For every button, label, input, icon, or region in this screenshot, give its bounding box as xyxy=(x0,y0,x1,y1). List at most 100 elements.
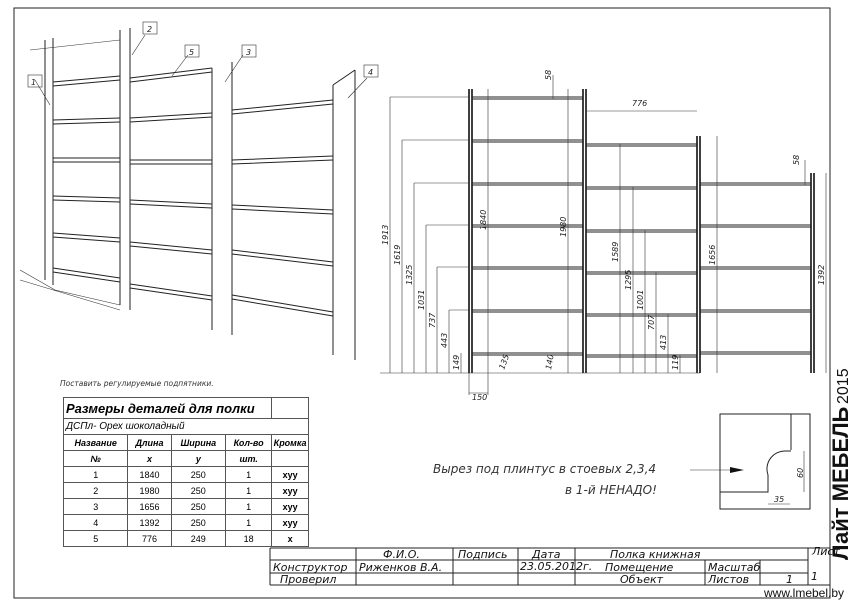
table-cell: 1 xyxy=(225,514,273,531)
subheader-edge xyxy=(271,450,309,467)
table-cell: xyy xyxy=(271,498,309,515)
dim-1656: 1656 xyxy=(708,245,717,265)
callout-3: 3 xyxy=(246,48,251,57)
table-cell: 2 xyxy=(62,482,129,499)
dim-58-top: 58 xyxy=(544,70,553,80)
table-cell: 18 xyxy=(225,530,273,547)
tb-date-label: Дата xyxy=(531,548,561,561)
table-cell: 1 xyxy=(225,482,273,499)
table-cell: 4 xyxy=(62,514,129,531)
detail-dim-60: 60 xyxy=(796,468,805,478)
table-cell: 249 xyxy=(170,530,227,547)
header-qty: Кол-во xyxy=(225,434,273,451)
arrow-head-icon xyxy=(730,467,744,473)
tb-designer-label: Конструктор xyxy=(273,561,347,574)
detail-dim-35: 35 xyxy=(774,495,784,504)
dim-149: 149 xyxy=(452,355,461,370)
table-cell: 1392 xyxy=(127,514,172,531)
cutout-note-line2: в 1-й НЕНАДО! xyxy=(565,483,657,497)
dim-707: 707 xyxy=(647,314,656,330)
tb-sheets-value: 1 xyxy=(786,573,793,586)
dim-1589: 1589 xyxy=(611,242,620,262)
feet-note: Поставить регулируемые подпятники. xyxy=(60,379,214,388)
subheader-row: № x y шт. xyxy=(62,450,309,467)
callout-1: 1 xyxy=(31,78,36,87)
tb-scale: Масштаб xyxy=(708,561,760,574)
watermark-brand: Лайт МЕБЕЛЬ xyxy=(828,406,852,560)
parts-table-title: Размеры деталей для полки xyxy=(62,397,273,419)
dim-443: 443 xyxy=(440,333,449,348)
tb-object: Объект xyxy=(620,573,664,586)
subheader-pcs: шт. xyxy=(225,450,273,467)
subheader-y: y xyxy=(170,450,227,467)
table-cell: x xyxy=(271,530,309,547)
tb-sheets: Листов xyxy=(707,573,749,586)
tb-fio: Ф.И.О. xyxy=(383,548,420,561)
sheet-frame xyxy=(13,7,831,599)
cutout-detail: 60 35 xyxy=(719,413,811,510)
table-cell: 776 xyxy=(127,530,172,547)
header-length: Длина xyxy=(127,434,172,451)
dim-1031: 1031 xyxy=(417,290,426,310)
parts-table: Размеры деталей для полки ДСПл- Орех шок… xyxy=(62,397,309,547)
dim-58-right: 58 xyxy=(792,155,801,165)
dim-1913: 1913 xyxy=(381,225,390,245)
header-width: Ширина xyxy=(170,434,227,451)
table-cell: 1840 xyxy=(127,466,172,483)
dim-413: 413 xyxy=(659,335,668,350)
table-cell: 3 xyxy=(62,498,129,515)
tb-checked: Проверил xyxy=(280,573,336,586)
cutout-note-line1: Вырез под плинтус в стоевых 2,3,4 xyxy=(433,462,656,476)
table-cell: 1656 xyxy=(127,498,172,515)
dim-1392: 1392 xyxy=(817,265,826,285)
dim-1840: 1840 xyxy=(479,210,488,230)
dim-150: 150 xyxy=(472,393,487,402)
table-cell: 5 xyxy=(62,530,129,547)
dim-1295: 1295 xyxy=(624,270,633,290)
callout-4: 4 xyxy=(368,68,373,77)
callout-2: 2 xyxy=(147,25,152,34)
watermark-url: www.lmebel.by xyxy=(763,586,844,600)
tb-sheet-label: Лист xyxy=(811,545,840,558)
tb-room: Помещение xyxy=(605,561,674,574)
header-row: Название Длина Ширина Кол-во Кромка xyxy=(62,434,309,451)
table-cell: xyy xyxy=(271,514,309,531)
dim-776: 776 xyxy=(632,99,647,108)
header-edge: Кромка xyxy=(271,434,309,451)
dim-1619: 1619 xyxy=(393,245,402,265)
watermark-year: 2015 xyxy=(835,368,852,404)
dim-135: 135 xyxy=(497,353,511,370)
dim-119: 119 xyxy=(671,355,680,370)
table-cell: xyy xyxy=(271,466,309,483)
dim-737: 737 xyxy=(428,312,437,328)
dim-1325: 1325 xyxy=(405,265,414,285)
table-cell: 250 xyxy=(170,514,227,531)
dim-1980: 1980 xyxy=(559,217,568,237)
table-cell: 250 xyxy=(170,466,227,483)
table-cell: 250 xyxy=(170,498,227,515)
callout-5: 5 xyxy=(189,48,194,57)
dim-140: 140 xyxy=(544,354,556,371)
table-cell: 1 xyxy=(225,466,273,483)
dim-1001: 1001 xyxy=(636,290,645,310)
table-cell: 1 xyxy=(62,466,129,483)
title-block: Ф.И.О. Подпись Дата Полка книжная Констр… xyxy=(269,545,840,586)
tb-product: Полка книжная xyxy=(610,548,701,561)
table-cell: 1 xyxy=(225,498,273,515)
table-cell: xyy xyxy=(271,482,309,499)
perspective-view: 1 2 5 3 4 xyxy=(19,21,379,360)
parts-material: ДСПл- Орех шоколадный xyxy=(63,418,309,435)
tb-sheet-no: 1 xyxy=(811,570,818,583)
subheader-no: № xyxy=(62,450,129,467)
header-name: Название xyxy=(62,434,129,451)
tb-date: 23.05.2012г. xyxy=(520,560,592,573)
table-cell: 250 xyxy=(170,482,227,499)
front-elevation: 1913 1619 1325 1031 737 443 149 1840 198… xyxy=(380,70,827,402)
